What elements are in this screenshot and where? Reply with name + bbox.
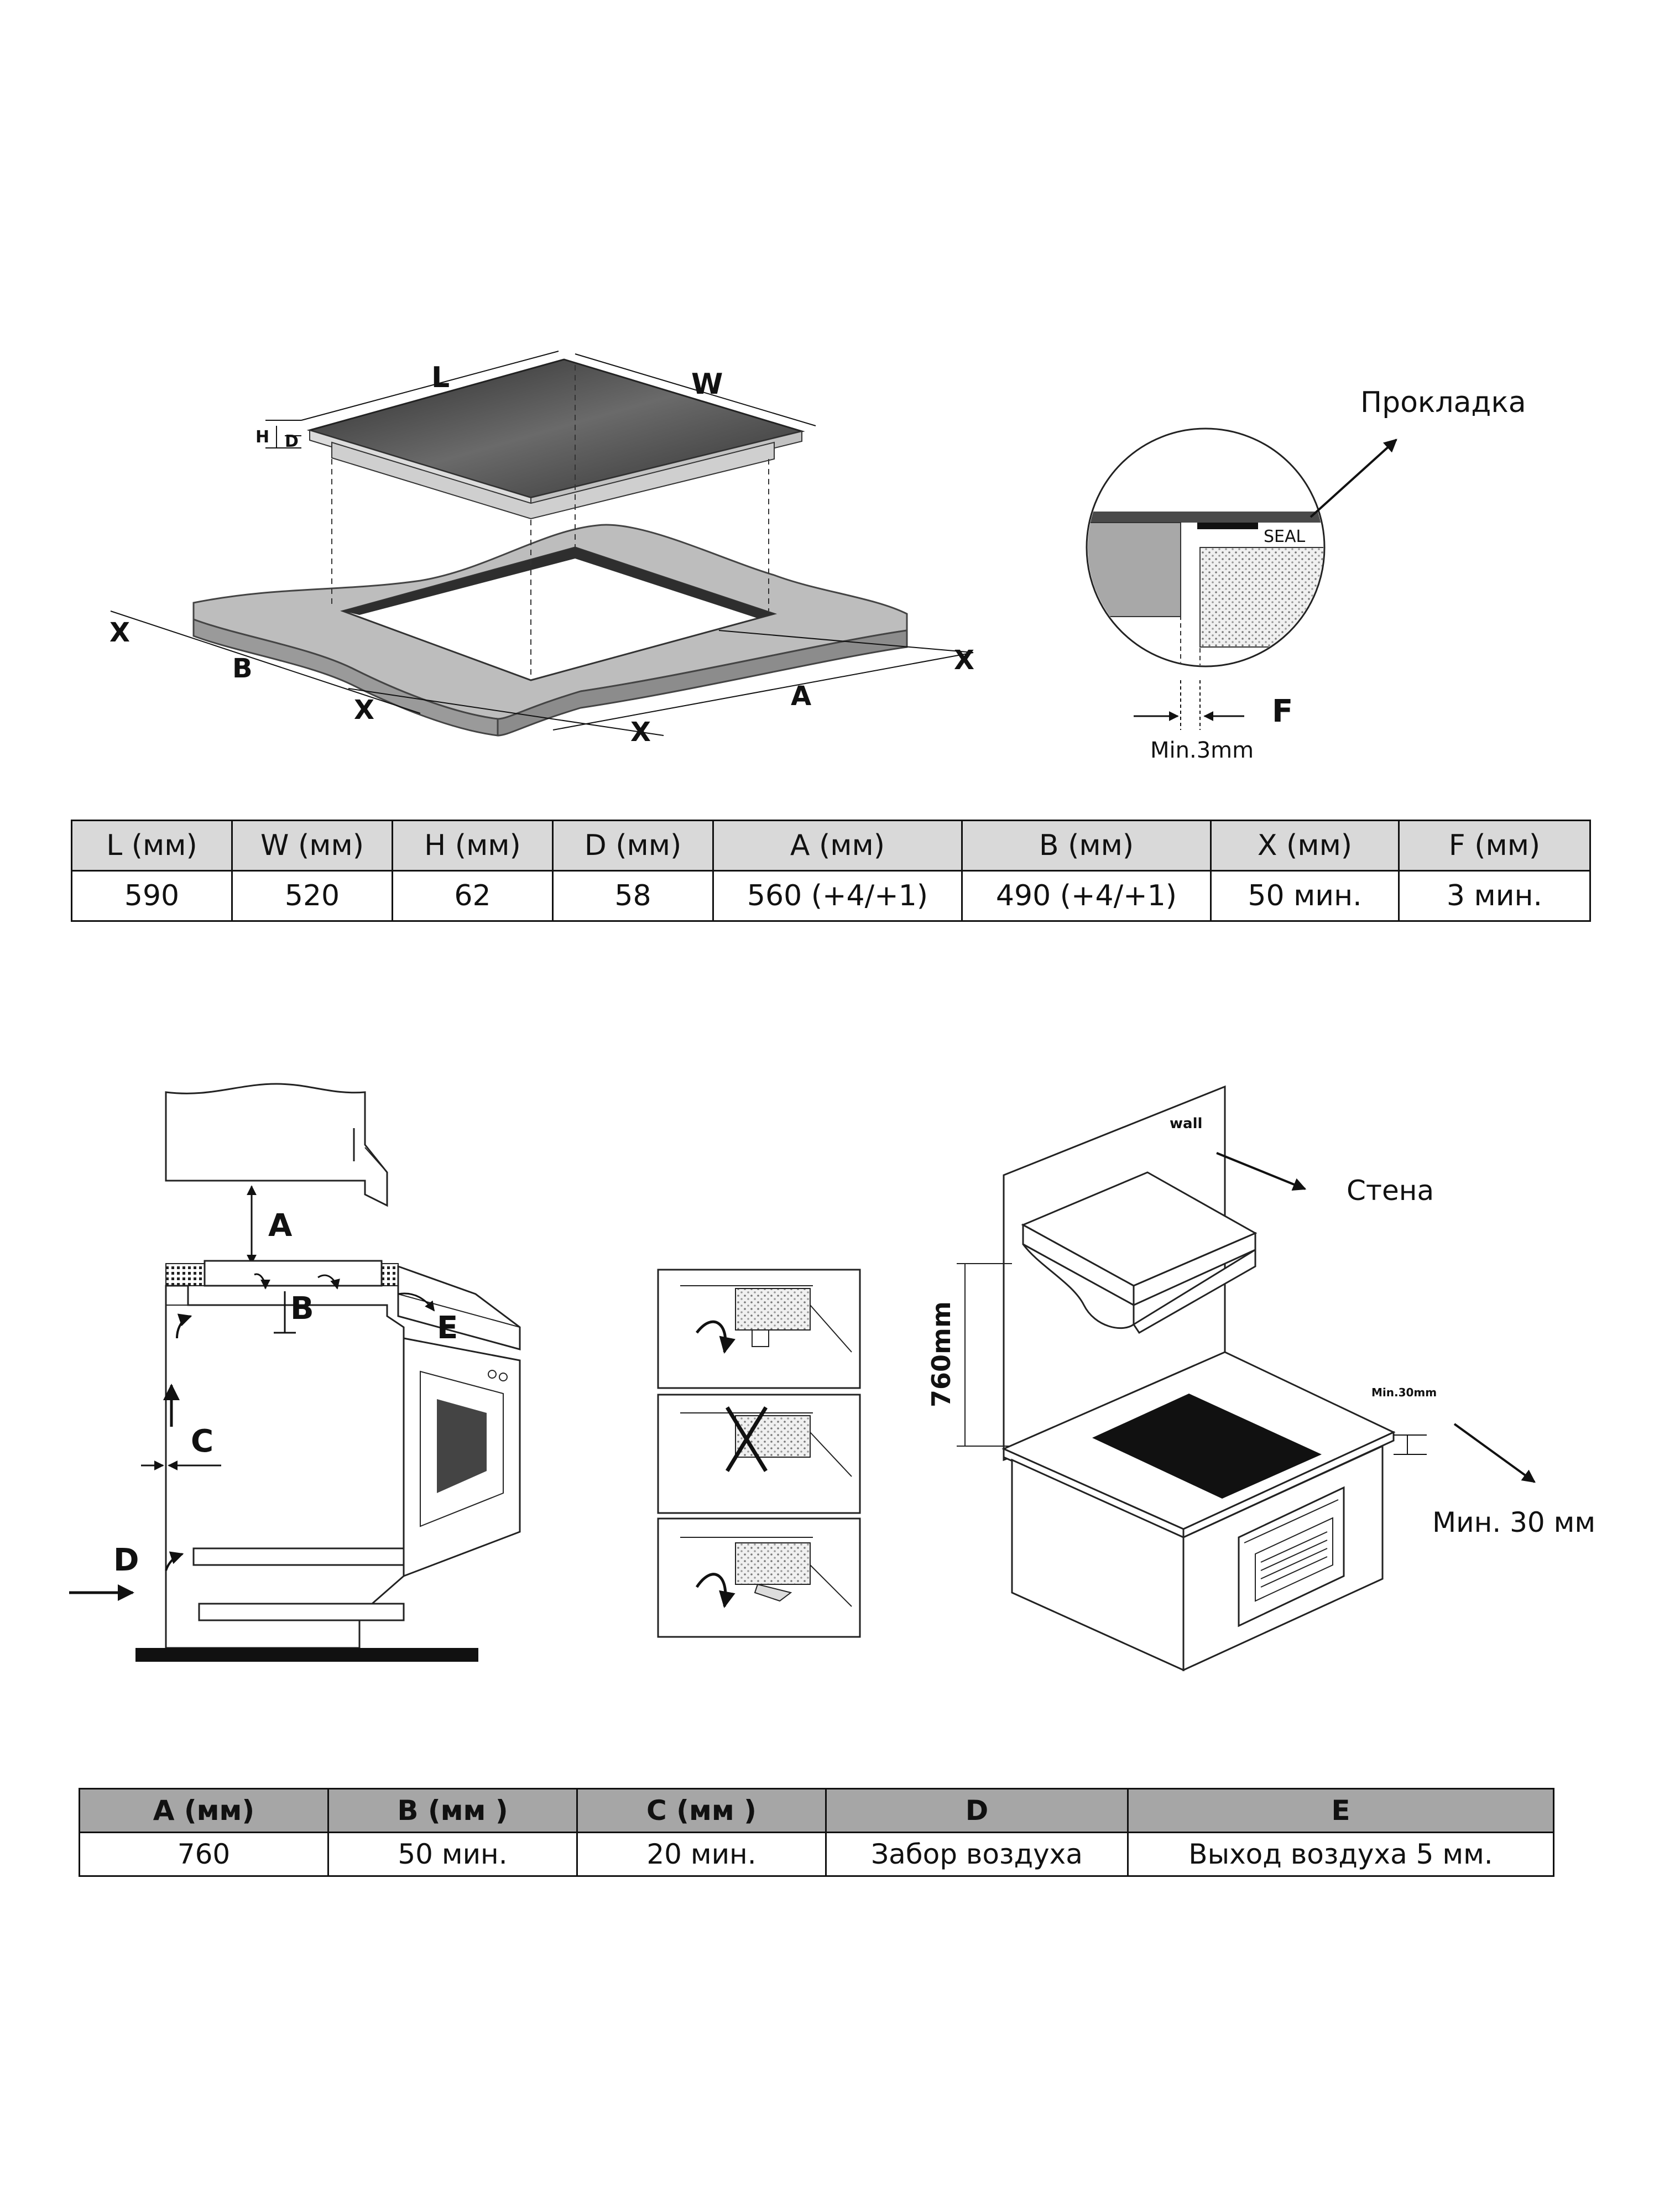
table-cell: Забор воздуха (825, 1832, 1129, 1877)
dim-label-W: W (691, 368, 723, 401)
side-label-C: C (191, 1423, 213, 1459)
height-label: 760mm (926, 1301, 956, 1407)
ventilation-side-view: A B C D E (69, 1083, 521, 1662)
table-cell: 20 мин. (576, 1832, 827, 1877)
min-gap-label: Min.3mm (1150, 738, 1254, 763)
projection-lines (331, 365, 769, 677)
side-label-D: D (113, 1542, 139, 1578)
wall-label: wall (1170, 1115, 1202, 1132)
min-small-label: Min.30mm (1371, 1386, 1437, 1399)
table-cell: 490 (+4/+1) (961, 870, 1212, 922)
seal-label: Прокладка (1360, 386, 1526, 419)
table-header-cell: A (мм) (712, 820, 963, 872)
dim-label-X-front: X (354, 695, 374, 726)
seal-strip (1197, 523, 1258, 529)
table-cell: Выход воздуха 5 мм. (1127, 1832, 1554, 1877)
table-header-cell: B (мм) (961, 820, 1212, 872)
dim-label-H: H (255, 427, 269, 447)
table-header-cell: D (825, 1788, 1129, 1833)
hob-installation-diagram: L W H D X B X X A X (109, 351, 974, 748)
table-cell: 62 (392, 870, 554, 922)
table-cell: 760 (79, 1832, 329, 1877)
table-cell: 590 (71, 870, 233, 922)
table-header-cell: F (мм) (1398, 820, 1591, 872)
min-caption: Мин. 30 мм (1432, 1506, 1595, 1538)
dim-label-B: B (232, 653, 253, 684)
table-cell: 50 мин. (1210, 870, 1400, 922)
dim-label-D: D (285, 432, 299, 451)
hob-side (204, 1260, 383, 1287)
base-cabinet (1001, 1351, 1396, 1672)
cooktop-glass (1092, 1394, 1322, 1499)
airflow-panel-correct-2 (657, 1517, 861, 1638)
dim-label-X-right: X (954, 645, 974, 676)
table-row: 590 520 62 58 560 (+4/+1) 490 (+4/+1) 50… (71, 870, 1591, 922)
table-header-row: A (мм) B (мм ) C (мм ) D E (79, 1788, 1554, 1833)
table-cell: 58 (552, 870, 714, 922)
gap-label-F: F (1272, 693, 1293, 729)
clearance-table: A (мм) B (мм ) C (мм ) D E 760 50 мин. 2… (79, 1788, 1554, 1877)
table-header-cell: H (мм) (392, 820, 554, 872)
side-label-B: B (290, 1291, 314, 1327)
airflow-panel-correct-1 (657, 1269, 861, 1389)
airflow-panel-wrong (657, 1394, 861, 1514)
table-header-cell: X (мм) (1210, 820, 1400, 872)
dim-label-L: L (431, 361, 450, 394)
side-label-E: E (437, 1310, 458, 1346)
wall-caption: Стена (1347, 1175, 1434, 1207)
side-label-A: A (268, 1208, 293, 1244)
hob-panel (306, 358, 805, 520)
table-header-cell: E (1127, 1788, 1554, 1833)
table-cell: 50 мин. (327, 1832, 578, 1877)
oven-window (437, 1399, 487, 1493)
table-row: 760 50 мин. 20 мин. Забор воздуха Выход … (79, 1832, 1554, 1877)
table-cell: 520 (231, 870, 393, 922)
wall-cabinet (165, 1083, 388, 1207)
seal-detail: SEAL Прокладка F Min.3mm (1086, 386, 1526, 763)
table-header-cell: B (мм ) (327, 1788, 578, 1833)
floor-plinth (135, 1648, 478, 1662)
seal-text: SEAL (1264, 527, 1306, 546)
table-header-cell: A (мм) (79, 1788, 329, 1833)
table-cell: 3 мин. (1398, 870, 1591, 922)
table-header-cell: W (мм) (231, 820, 393, 872)
dim-label-X-bottom: X (630, 717, 651, 748)
dim-label-A: A (791, 681, 811, 712)
table-header-row: L (мм) W (мм) H (мм) D (мм) A (мм) B (мм… (71, 820, 1591, 872)
range-hood (1021, 1171, 1258, 1334)
hob-dimensions-table: L (мм) W (мм) H (мм) D (мм) A (мм) B (мм… (71, 820, 1591, 922)
table-header-cell: C (мм ) (576, 1788, 827, 1833)
airflow-panels (657, 1269, 861, 1638)
dim-label-X-left: X (109, 617, 130, 648)
hood-clearance-diagram: wall Стена 760mm (926, 1085, 1595, 1672)
table-header-cell: L (мм) (71, 820, 233, 872)
table-cell: 560 (+4/+1) (712, 870, 963, 922)
dimension-lines (110, 351, 974, 736)
cabinet-body (165, 1285, 405, 1649)
table-header-cell: D (мм) (552, 820, 714, 872)
